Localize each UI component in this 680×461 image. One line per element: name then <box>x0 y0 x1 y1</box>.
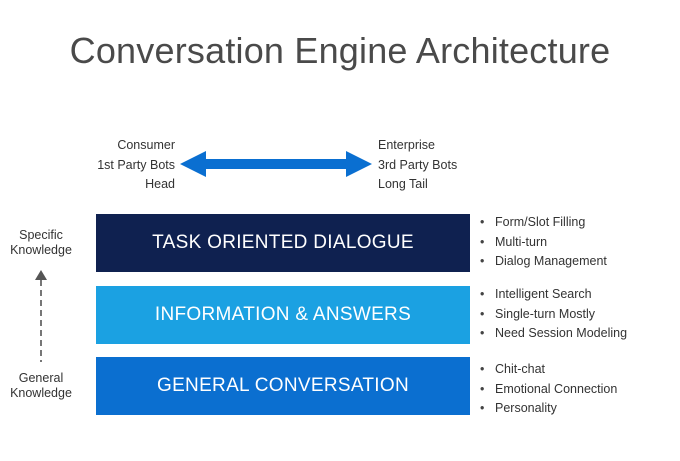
bullet-item: Intelligent Search <box>480 285 627 305</box>
spectrum-left-label: Head <box>145 177 175 191</box>
knowledge-label-line: Knowledge <box>10 386 72 400</box>
bullet-item: Emotional Connection <box>480 380 617 400</box>
bullet-item: Form/Slot Filling <box>480 213 607 233</box>
bullet-item: Personality <box>480 399 617 419</box>
layer-bullets-general: Chit-chat Emotional Connection Personali… <box>480 360 617 419</box>
layer-general-conversation: GENERAL CONVERSATION <box>96 357 470 415</box>
bullet-item: Multi-turn <box>480 233 607 253</box>
spectrum-left-labels: Consumer 1st Party Bots Head <box>97 136 175 195</box>
diagram-title: Conversation Engine Architecture <box>69 30 611 71</box>
knowledge-label-line: Specific <box>19 228 63 242</box>
bullet-item: Need Session Modeling <box>480 324 627 344</box>
layer-label: INFORMATION & ANSWERS <box>154 304 412 325</box>
spectrum-right-labels: Enterprise 3rd Party Bots Long Tail <box>378 136 457 195</box>
spectrum-right-label: 3rd Party Bots <box>378 157 458 172</box>
double-arrow-icon <box>180 151 372 177</box>
spectrum-left-label: Consumer <box>117 138 175 152</box>
bullet-item: Single-turn Mostly <box>480 305 627 325</box>
layer-label: TASK ORIENTED DIALOGUE <box>152 232 414 253</box>
knowledge-label-line: General <box>18 371 64 385</box>
layer-information-answers: INFORMATION & ANSWERS <box>96 286 470 344</box>
dashed-up-arrow-icon <box>35 270 47 362</box>
bullet-item: Dialog Management <box>480 252 607 272</box>
layer-bullets-task: Form/Slot Filling Multi-turn Dialog Mana… <box>480 213 607 272</box>
layer-bullets-information: Intelligent Search Single-turn Mostly Ne… <box>480 285 627 344</box>
layer-label: GENERAL CONVERSATION <box>157 375 409 396</box>
bullet-item: Chit-chat <box>480 360 617 380</box>
spectrum-right-label: Enterprise <box>378 138 435 152</box>
knowledge-label-line: Knowledge <box>10 243 72 257</box>
layer-task-oriented-dialogue: TASK ORIENTED DIALOGUE <box>96 214 470 272</box>
specific-knowledge-label: Specific Knowledge <box>0 228 82 258</box>
general-knowledge-label: General Knowledge <box>0 371 82 401</box>
spectrum-left-label: 1st Party Bots <box>97 157 175 172</box>
spectrum-right-label: Long Tail <box>378 177 428 191</box>
